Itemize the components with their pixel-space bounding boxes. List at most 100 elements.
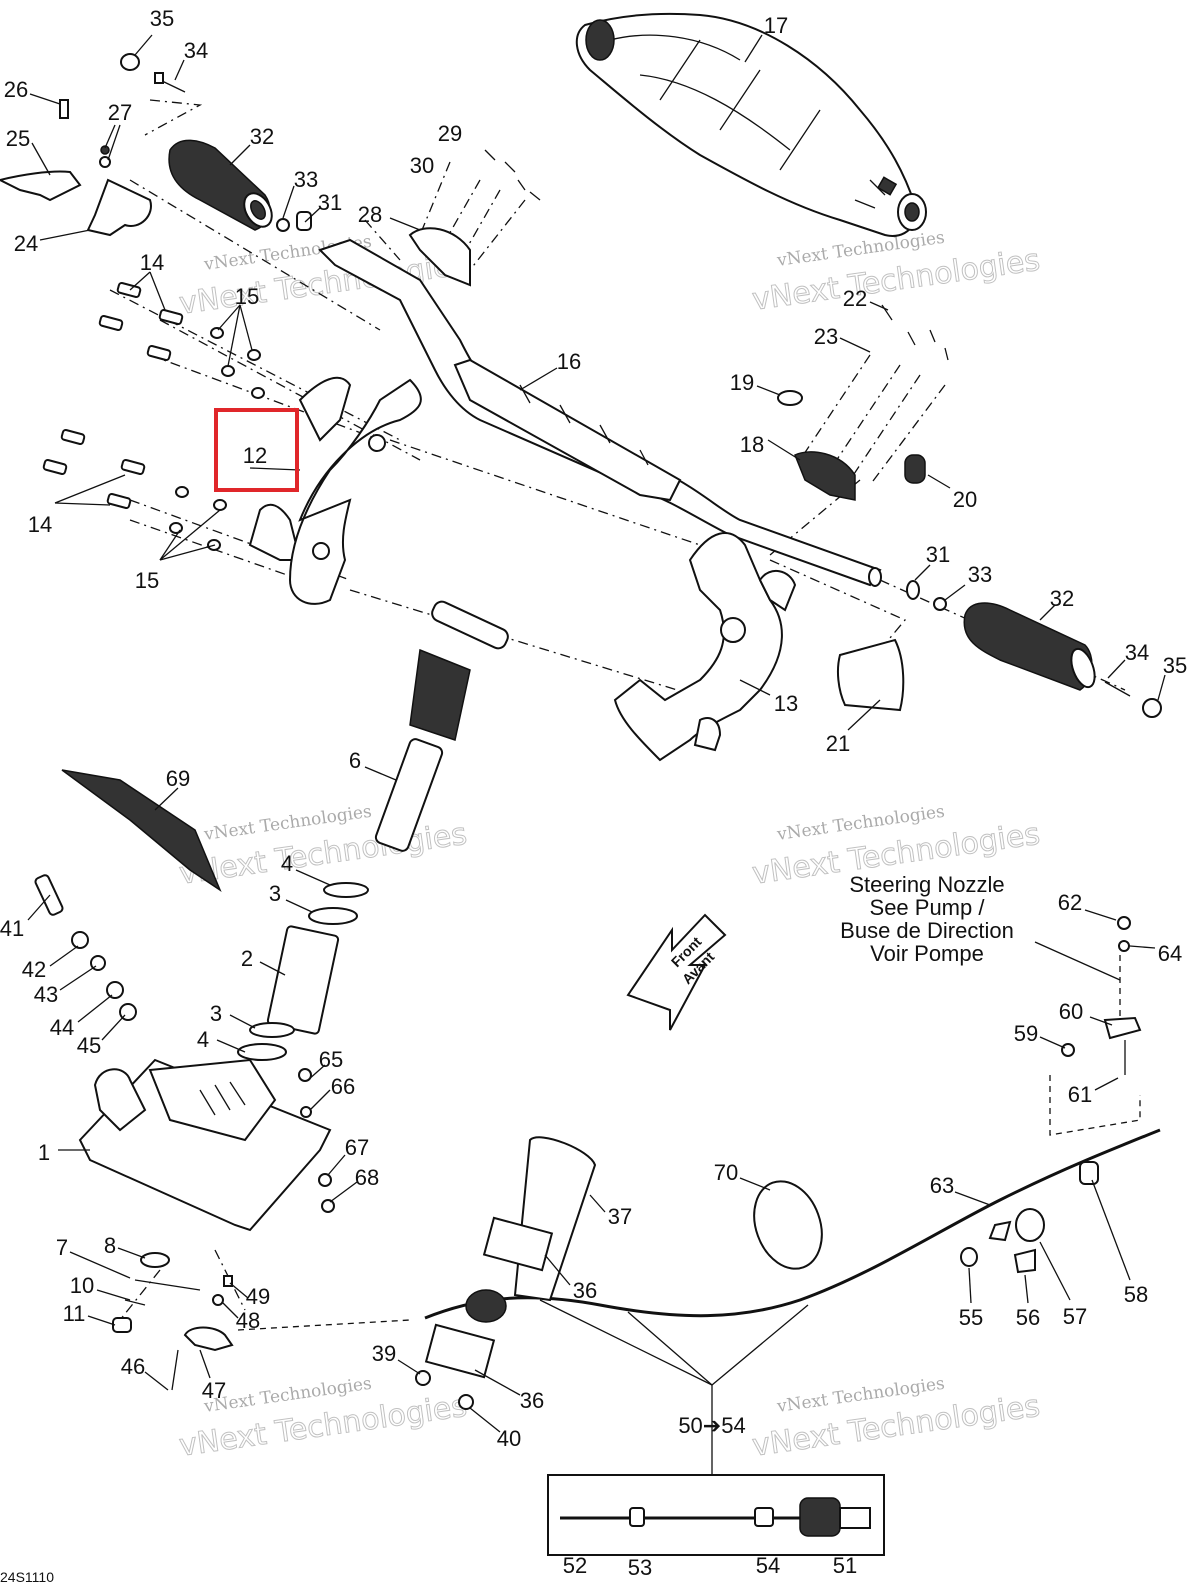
callout-40: 40 <box>497 1426 521 1451</box>
callout-43: 43 <box>34 982 58 1007</box>
callout-50➔54: 50➔54 <box>678 1413 745 1438</box>
callout-36: 36 <box>520 1388 544 1413</box>
callout-4: 4 <box>197 1027 209 1052</box>
callout-30: 30 <box>410 153 434 178</box>
callout-64: 64 <box>1158 941 1182 966</box>
callout-56: 56 <box>1016 1305 1040 1330</box>
callout-1: 1 <box>38 1140 50 1165</box>
note-line-3: Buse de Direction <box>840 918 1014 943</box>
note-line-4: Voir Pompe <box>870 941 984 966</box>
callout-32: 32 <box>1050 586 1074 611</box>
callout-31: 31 <box>318 190 342 215</box>
cable-inset <box>547 1385 885 1556</box>
callout-48: 48 <box>236 1308 260 1333</box>
callout-33: 33 <box>294 167 318 192</box>
callout-34: 34 <box>1125 640 1149 665</box>
callout-37: 37 <box>608 1204 632 1229</box>
callout-65: 65 <box>319 1047 343 1072</box>
callout-32: 32 <box>250 124 274 149</box>
steering-nozzle-note: Steering Nozzle See Pump / Buse de Direc… <box>840 872 1014 966</box>
callout-11: 11 <box>63 1301 86 1326</box>
leader-lines <box>27 34 1166 1433</box>
callout-57: 57 <box>1063 1304 1087 1329</box>
part-69-cover <box>61 769 222 892</box>
callout-10: 10 <box>70 1273 94 1298</box>
callout-58: 58 <box>1124 1282 1148 1307</box>
callout-8: 8 <box>104 1233 116 1258</box>
callout-3: 3 <box>210 1001 222 1026</box>
callout-20: 20 <box>953 487 977 512</box>
part-1-support-plate <box>78 1058 332 1232</box>
callout-61: 61 <box>1068 1082 1092 1107</box>
callout-24: 24 <box>14 231 38 256</box>
callout-66: 66 <box>331 1074 355 1099</box>
callout-67: 67 <box>345 1135 369 1160</box>
callout-27: 27 <box>108 100 132 125</box>
callout-18: 18 <box>740 432 764 457</box>
callout-14: 14 <box>140 250 164 275</box>
callout-26: 26 <box>4 77 28 102</box>
callout-25: 25 <box>6 126 30 151</box>
reference-code: 24S1110 <box>0 1569 54 1585</box>
callout-39: 39 <box>372 1341 396 1366</box>
callout-55: 55 <box>959 1305 983 1330</box>
callout-53: 53 <box>628 1555 652 1580</box>
callout-42: 42 <box>22 957 46 982</box>
callout-54: 54 <box>756 1553 780 1578</box>
callout-12: 12 <box>243 443 267 468</box>
callout-52: 52 <box>563 1553 587 1578</box>
callout-45: 45 <box>77 1033 101 1058</box>
callout-22: 22 <box>843 286 867 311</box>
highlight-box-part-12 <box>214 408 299 492</box>
callout-34: 34 <box>184 38 208 63</box>
callout-51: 51 <box>833 1553 857 1578</box>
callout-63: 63 <box>930 1173 954 1198</box>
front-arrow: Front Avant <box>626 913 727 1031</box>
callout-15: 15 <box>135 568 159 593</box>
callout-60: 60 <box>1059 999 1083 1024</box>
callout-15: 15 <box>235 284 259 309</box>
callout-35: 35 <box>1163 653 1187 678</box>
steering-cable <box>415 916 1161 1410</box>
callout-49: 49 <box>246 1284 270 1309</box>
part-32-grip-left <box>168 139 273 231</box>
part-17-steering-padding <box>575 12 927 237</box>
callout-13: 13 <box>774 691 798 716</box>
callout-41: 41 <box>0 916 24 941</box>
callout-4: 4 <box>281 851 293 876</box>
callout-2: 2 <box>241 946 253 971</box>
steering-column <box>237 600 509 1061</box>
callout-28: 28 <box>358 202 382 227</box>
callout-29: 29 <box>438 121 462 146</box>
callout-16: 16 <box>557 349 581 374</box>
callout-17: 17 <box>764 13 788 38</box>
callout-3: 3 <box>269 881 281 906</box>
callout-31: 31 <box>926 542 950 567</box>
callout-33: 33 <box>968 562 992 587</box>
callout-47: 47 <box>202 1378 226 1403</box>
part-32-grip-right <box>963 602 1096 691</box>
small-hardware <box>0 53 1162 718</box>
callout-46: 46 <box>121 1354 145 1379</box>
callout-59: 59 <box>1014 1021 1038 1046</box>
callout-14: 14 <box>28 512 52 537</box>
callout-44: 44 <box>50 1015 74 1040</box>
callout-6: 6 <box>349 748 361 773</box>
callout-36: 36 <box>573 1278 597 1303</box>
callout-70: 70 <box>714 1160 738 1185</box>
callout-68: 68 <box>355 1165 379 1190</box>
callout-19: 19 <box>730 370 754 395</box>
part-12-left-clamp <box>248 376 422 605</box>
lower-left-hardware <box>34 874 335 1391</box>
callout-21: 21 <box>826 731 850 756</box>
callout-7: 7 <box>56 1235 68 1260</box>
callout-69: 69 <box>166 766 190 791</box>
part-16-handlebar <box>318 238 882 587</box>
callout-62: 62 <box>1058 890 1082 915</box>
note-line-1: Steering Nozzle <box>849 872 1004 897</box>
note-line-2: See Pump / <box>870 895 986 920</box>
part-13-right-clamp <box>613 532 797 762</box>
